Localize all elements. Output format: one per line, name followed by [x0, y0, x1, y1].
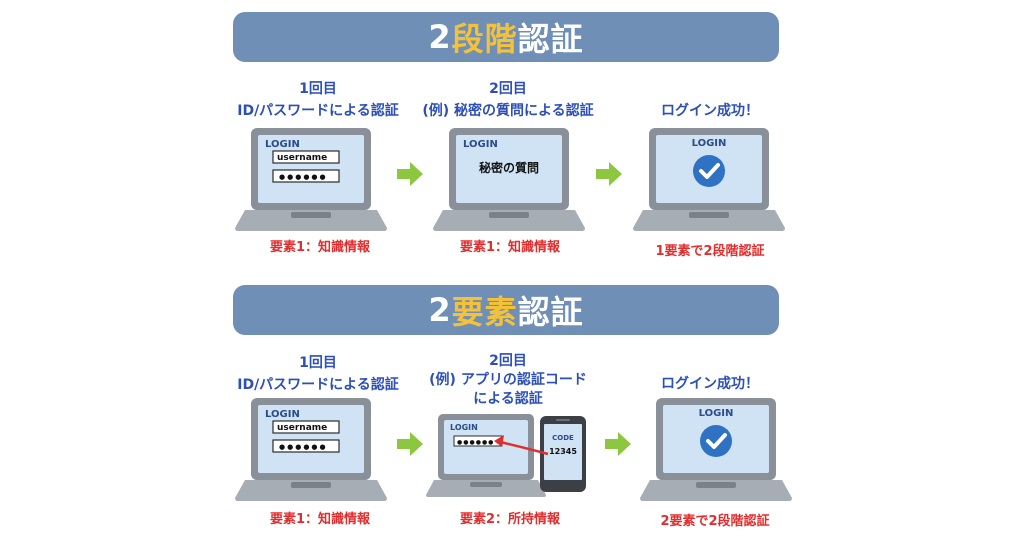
password-dots: ●●●●●● [279, 173, 328, 181]
username-field [272, 420, 340, 434]
step2-factor: 要素2：所持情報 [459, 512, 561, 527]
step3-line1: ログイン成功！ [661, 376, 759, 392]
username-field [272, 150, 340, 164]
step2-line2: (例) アプリの認証コード [429, 372, 587, 388]
laptop-base [640, 480, 792, 501]
laptop-base [235, 210, 387, 231]
banner-title-highlight: 段階 [451, 20, 518, 58]
laptop-trackpad [696, 482, 736, 488]
step1-factor: 要素1：知識情報 [269, 240, 371, 255]
step3-label: ログイン成功！ [600, 373, 820, 395]
phone-speaker [556, 419, 570, 421]
banner-title-highlight: 要素 [451, 293, 518, 331]
laptop-base [426, 480, 546, 497]
username-text: username [277, 153, 327, 163]
banner-title-number: 2 [428, 18, 452, 56]
login-text: LOGIN [463, 139, 498, 150]
smartphone: CODE 12345 [540, 416, 586, 492]
laptop-login-form-2: LOGIN username ●●●●●● [235, 398, 387, 501]
phone-screen [544, 424, 582, 480]
check-circle-icon [693, 155, 725, 187]
laptop-code-entry: LOGIN ●●●●●● [426, 414, 546, 497]
arrow-right-icon [397, 432, 423, 456]
laptop-login-success-1: LOGIN [633, 128, 785, 231]
laptop-base [633, 210, 785, 231]
password-field [272, 439, 340, 453]
laptop-trackpad [489, 212, 529, 218]
laptop-trackpad [470, 482, 502, 487]
step2-label: 2回目 (例) アプリの認証コード による認証 [398, 352, 618, 409]
banner-title-number: 2 [428, 291, 452, 329]
step1-factor: 要素1：知識情報 [269, 512, 371, 527]
laptop-trackpad [291, 482, 331, 488]
login-text: LOGIN [699, 408, 734, 419]
step1-line1: 1回目 [299, 355, 337, 371]
step1-line2: ID/パスワードによる認証 [237, 103, 399, 119]
step2-line1: 2回目 [489, 81, 527, 97]
laptop-login-success-2: LOGIN [640, 398, 792, 501]
banner-title-rest: 認証 [517, 20, 584, 58]
step3-factor: 1要素で2段階認証 [655, 244, 765, 259]
banner-title-rest: 認証 [517, 293, 584, 331]
step2-line3: による認証 [473, 391, 543, 407]
step2-factor: 要素1：知識情報 [459, 240, 561, 255]
step1-label: 1回目 ID/パスワードによる認証 [208, 352, 428, 396]
laptop-login-form-1: LOGIN username ●●●●●● [235, 128, 387, 231]
step1-line1: 1回目 [299, 81, 337, 97]
step2-line2: (例) 秘密の質問による認証 [422, 103, 594, 119]
step1-label: 1回目 ID/パスワードによる認証 [208, 78, 428, 122]
login-text: LOGIN [265, 139, 300, 150]
step2-line1: 2回目 [489, 353, 527, 369]
username-text: username [277, 423, 327, 433]
laptop-secret-question: LOGIN 秘密の質問 [433, 128, 585, 231]
laptop-trackpad [291, 212, 331, 218]
step3-line1: ログイン成功！ [661, 103, 759, 119]
laptop-trackpad [689, 212, 729, 218]
code-label: CODE [552, 434, 574, 442]
step3-label: ログイン成功！ [600, 100, 820, 122]
check-circle-icon [700, 425, 732, 457]
laptop-base [433, 210, 585, 231]
code-transfer-arrow-icon [494, 435, 549, 456]
code-value: 12345 [549, 447, 577, 456]
laptop-screen [456, 135, 562, 203]
arrow-right-icon [596, 162, 622, 186]
step3-factor: 2要素で2段階認証 [660, 514, 770, 529]
password-field [272, 169, 340, 183]
arrow-right-icon [605, 432, 631, 456]
login-text: LOGIN [265, 409, 300, 420]
arrow-right-icon [397, 162, 423, 186]
laptop-screen [444, 420, 528, 474]
password-dots: ●●●●●● [279, 443, 328, 451]
step1-line2: ID/パスワードによる認証 [237, 377, 399, 393]
login-text: LOGIN [692, 138, 727, 149]
password-dots: ●●●●●● [457, 439, 494, 446]
login-text: LOGIN [450, 423, 478, 432]
laptop-base [235, 480, 387, 501]
step2-label: 2回目 (例) 秘密の質問による認証 [398, 78, 618, 122]
secret-question-text: 秘密の質問 [479, 160, 539, 175]
